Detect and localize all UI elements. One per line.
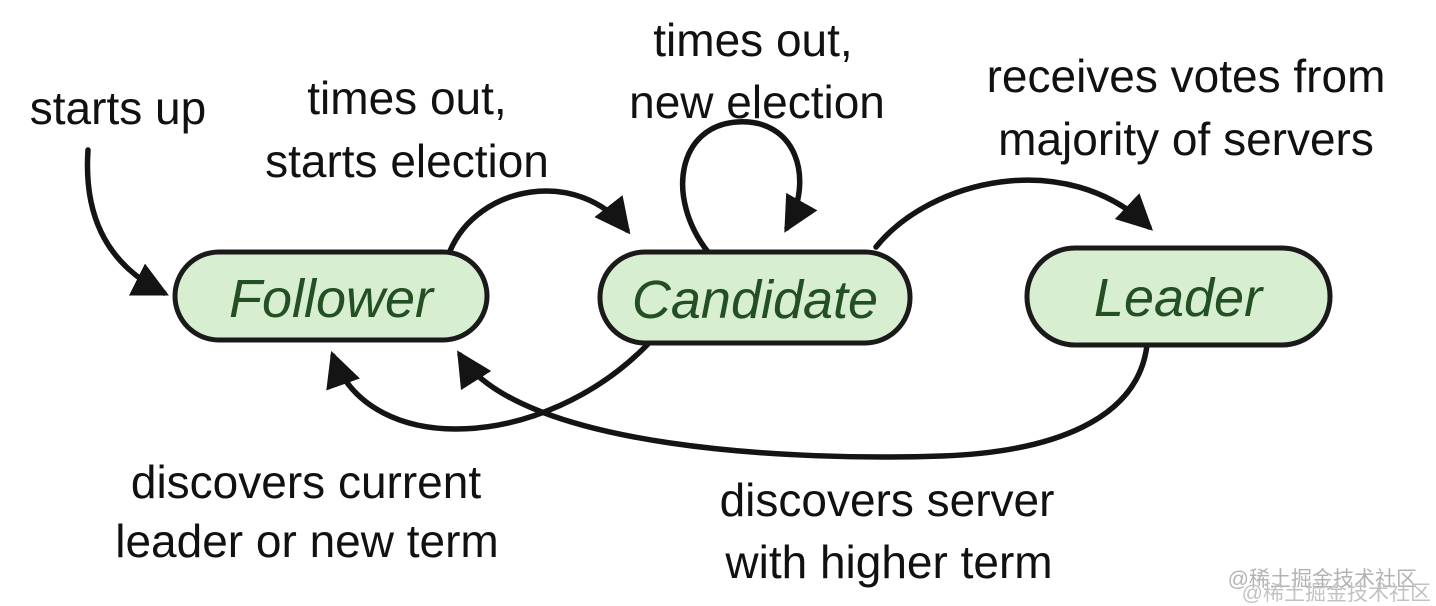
- svg-text:leader or new term: leader or new term: [115, 515, 499, 567]
- svg-text:receives votes from: receives votes from: [987, 50, 1386, 102]
- candidate-to-leader-label: receives votes from majority of servers: [987, 50, 1386, 165]
- svg-text:new election: new election: [629, 76, 885, 128]
- svg-text:majority of servers: majority of servers: [998, 113, 1374, 165]
- candidate-to-leader-arrow: [873, 177, 1153, 250]
- leader-node-label: Leader: [1094, 268, 1264, 328]
- svg-text:starts election: starts election: [265, 135, 549, 187]
- candidate-node-label: Candidate: [632, 270, 878, 330]
- starts-up-arrow: [84, 147, 169, 296]
- state-follower: Follower: [172, 249, 490, 343]
- watermark: @稀土掘金技术社区 @稀土掘金技术社区: [1228, 568, 1431, 605]
- svg-text:with higher term: with higher term: [724, 536, 1052, 588]
- state-candidate: Candidate: [597, 249, 913, 346]
- svg-text:discovers current: discovers current: [131, 456, 481, 508]
- watermark-line-2: @稀土掘金技术社区: [1242, 582, 1431, 605]
- starts-up-label: starts up: [30, 82, 206, 134]
- follower-node-label: Follower: [229, 269, 435, 329]
- watermark-line-1: @稀土掘金技术社区: [1228, 568, 1417, 591]
- candidate-to-follower-label: discovers current leader or new term: [115, 456, 499, 567]
- svg-text:times out,: times out,: [653, 14, 852, 66]
- svg-text:times out,: times out,: [307, 72, 506, 124]
- candidate-to-follower-arrow: [326, 341, 651, 432]
- leader-to-follower-label: discovers server with higher term: [720, 474, 1055, 588]
- leader-to-follower-arrow: [457, 342, 1150, 460]
- follower-to-candidate-arrow: [447, 188, 631, 254]
- follower-node-shape: [172, 249, 490, 343]
- candidate-self-loop-arrow: [679, 119, 818, 255]
- candidate-node-shape: [597, 249, 913, 346]
- svg-text:discovers server: discovers server: [720, 474, 1055, 526]
- follower-to-candidate-label: times out, starts election: [265, 72, 549, 187]
- leader-node-shape: [1024, 245, 1333, 348]
- candidate-self-loop-label: times out, new election: [629, 14, 885, 128]
- state-leader: Leader: [1024, 245, 1333, 348]
